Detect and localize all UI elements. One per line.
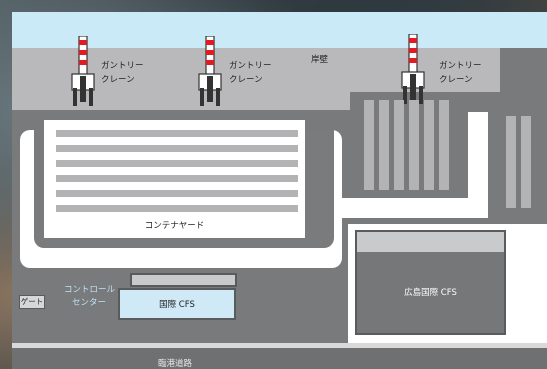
quay-label: 岸壁 (311, 55, 329, 65)
stacking-lane (409, 100, 419, 190)
road-edge (12, 343, 547, 348)
yard-road-right (468, 112, 488, 218)
crane-label-line2: クレーン (229, 75, 263, 85)
stacking-lane (424, 100, 434, 190)
quay-area-right (350, 48, 500, 92)
sea-area (12, 12, 547, 48)
stacking-lane (521, 116, 531, 208)
crane-label-line2: クレーン (101, 75, 135, 85)
container-row (56, 175, 298, 182)
stacking-lane (394, 100, 404, 190)
gantry-crane-icon (71, 36, 95, 106)
stacking-lane (439, 100, 449, 190)
gate-box (19, 295, 45, 309)
crane-label-line1: ガントリー (101, 61, 144, 71)
gantry-crane-icon (198, 36, 222, 106)
container-row (56, 190, 298, 197)
crane-label-line1: ガントリー (229, 61, 272, 71)
hiroshima-cfs-roof (357, 232, 504, 252)
container-row (56, 130, 298, 137)
gate-label: ゲート (20, 297, 44, 306)
stacking-lane (379, 100, 389, 190)
container-yard-label: コンテナヤード (144, 221, 205, 231)
hiroshima-cfs-label: 広島国際 CFS (404, 288, 457, 298)
container-row (56, 205, 298, 212)
crane-label-line1: ガントリー (439, 61, 482, 71)
port-layout-map: 岸壁 ガントリー クレーン ガントリー クレーン ガントリー クレーン (12, 12, 547, 369)
control-center-label-line2: センター (72, 298, 107, 308)
container-row (56, 145, 298, 152)
stacking-lane (364, 100, 374, 190)
gantry-crane-icon (401, 34, 425, 104)
kokusai-cfs-roof (130, 273, 237, 287)
harbor-road (12, 348, 547, 369)
yard-road-connector (342, 198, 488, 218)
kokusai-cfs-label: 国際 CFS (159, 300, 195, 310)
control-center-label-line1: コントロール (64, 285, 116, 295)
stacking-lane (506, 116, 516, 208)
kokusai-cfs-building (118, 288, 236, 320)
crane-label-line2: クレーン (439, 75, 473, 85)
quay-area-left (12, 48, 350, 110)
harbor-road-label: 臨港道路 (157, 359, 192, 369)
container-row (56, 160, 298, 167)
